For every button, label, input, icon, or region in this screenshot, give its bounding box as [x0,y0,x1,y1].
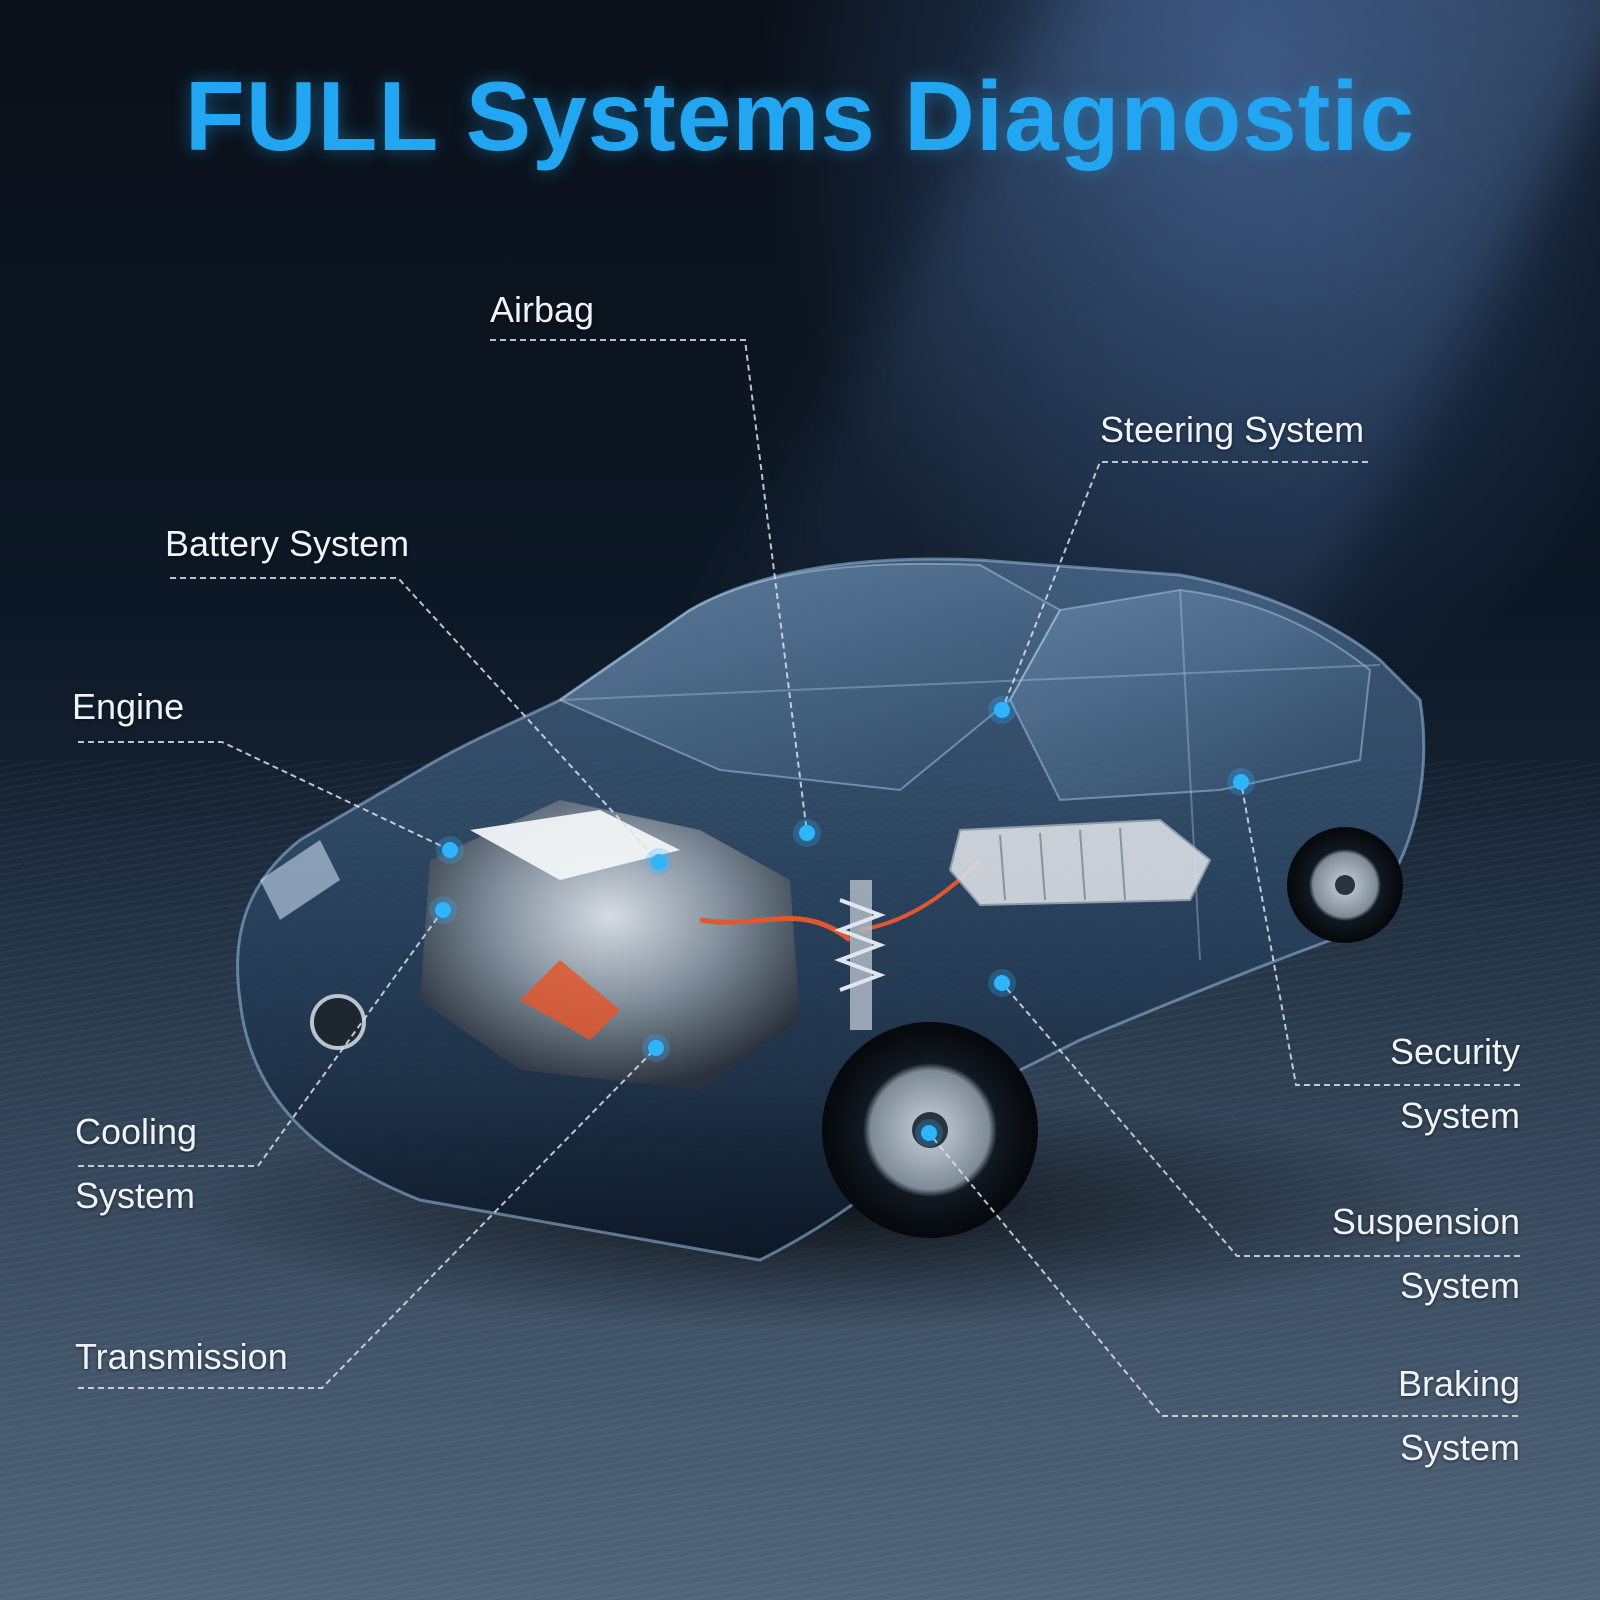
cooling-label-line: System [75,1175,196,1216]
engine-label: Engine [72,675,184,739]
steering-label: Steering System [1100,398,1364,462]
front-wheel-hub [912,1112,948,1148]
front-emblem [310,994,366,1050]
battery-label-line: Battery System [165,523,410,564]
braking-label-line: Braking [1397,1363,1520,1404]
airbag-label-line: Airbag [490,289,595,330]
cooling-label-line: Cooling [75,1111,198,1152]
engine-label-line: Engine [72,686,185,727]
battery-label: Battery System [165,512,409,576]
suspension-label-line: System [1399,1265,1520,1306]
rear-wheel-hub [1335,875,1355,895]
security-label-line: System [1399,1095,1520,1136]
steering-label-line: Steering System [1100,409,1365,450]
transmission-label-line: Transmission [75,1336,288,1377]
headline: FULL Systems Diagnostic [184,61,1416,171]
security-label-line: Security [1389,1031,1520,1072]
airbag-label: Airbag [490,278,594,342]
suspension-label-line: Suspension [1331,1201,1520,1242]
transmission-label: Transmission [75,1325,288,1389]
braking-label-line: System [1399,1427,1520,1468]
suspension-strut [834,880,886,1030]
battery-pack [948,818,1212,907]
